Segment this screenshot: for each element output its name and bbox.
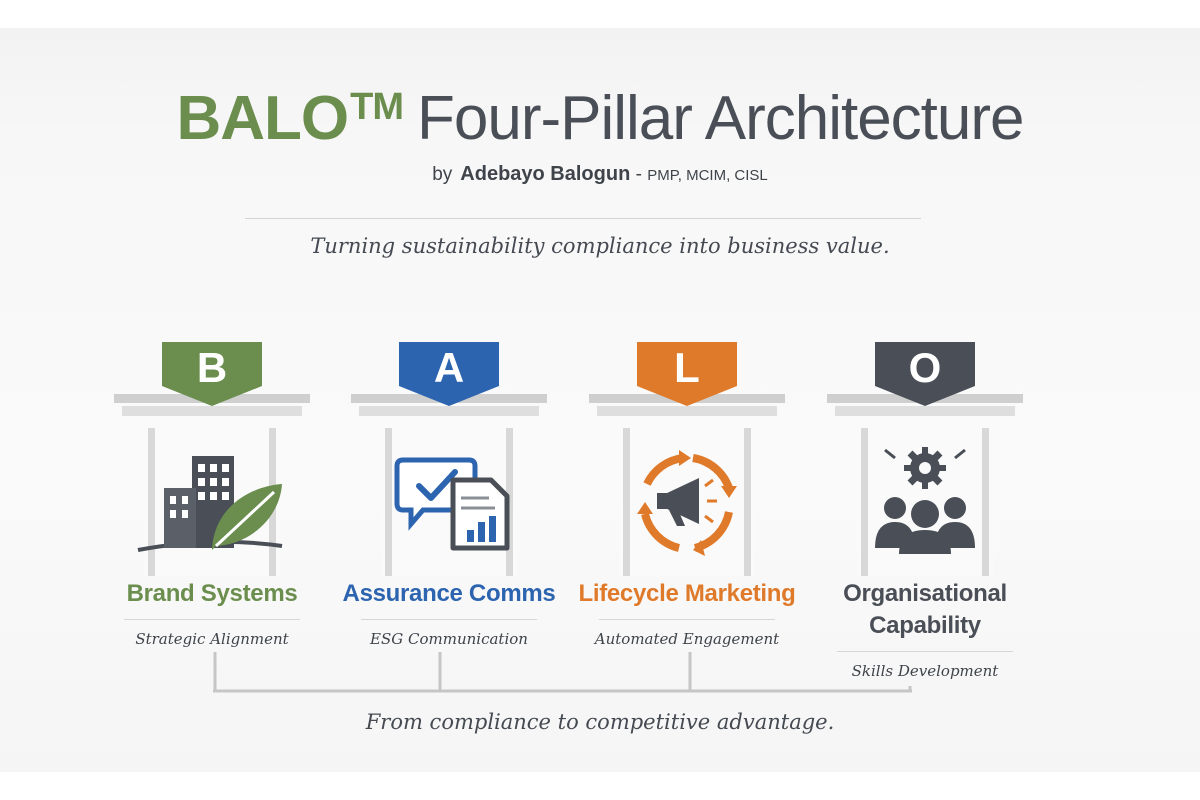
page-title: BALOTM Four-Pillar Architecture <box>0 72 1200 154</box>
trademark-symbol: TM <box>350 86 404 128</box>
author-name: Adebayo Balogun <box>460 163 631 185</box>
pillar-name: Assurance Comms <box>342 580 556 607</box>
letter-badge-b <box>162 342 262 406</box>
letter-b: B <box>197 344 227 391</box>
letter-o: O <box>909 344 942 391</box>
pillar-subtitle: Skills Development <box>851 662 999 680</box>
letter-badge-l <box>637 342 737 406</box>
letter-badge-o <box>875 342 975 406</box>
pillar-name: Lifecycle Marketing <box>578 580 796 607</box>
tagline: Turning sustainability compliance into b… <box>310 234 890 258</box>
pillar-separator <box>599 619 775 620</box>
title-rest: Four-Pillar Architecture <box>416 84 1025 153</box>
pillar-subtitle: ESG Communication <box>370 630 528 648</box>
pillar-subtitle: Automated Engagement <box>594 630 780 648</box>
letter-l: L <box>674 344 700 391</box>
divider <box>245 218 921 219</box>
pillar-organisational-capability: O <box>825 336 1025 680</box>
pillar-brand-systems: B Brand Systems Strategic Alignment <box>112 336 312 676</box>
pillar-separator <box>837 651 1013 652</box>
pillar-separator <box>124 619 300 620</box>
footer-tagline: From compliance to competitive advantage… <box>365 710 835 734</box>
author-credentials: PMP, MCIM, CISL <box>647 167 768 184</box>
byline-by: by <box>432 164 453 185</box>
megaphone-cycle-icon <box>637 450 737 556</box>
pillar-subtitle: Strategic Alignment <box>135 630 289 648</box>
buildings-leaf-icon <box>137 456 283 552</box>
pillar-lifecycle-marketing: L Lifecycle Marketing <box>578 336 796 676</box>
byline-dash: - <box>635 164 642 185</box>
byline: by Adebayo Balogun - PMP, MCIM, CISL <box>0 163 1200 186</box>
pillar-assurance-comms: A Assurance Comms ESG Communication <box>343 336 556 676</box>
title-brand: BALO <box>176 84 349 153</box>
letter-badge-a <box>399 342 499 406</box>
chat-report-icon <box>394 457 510 551</box>
pillar-separator <box>361 619 537 620</box>
pillar-name: Brand Systems <box>126 580 298 607</box>
team-gear-icon <box>875 447 975 554</box>
letter-a: A <box>434 344 464 391</box>
pillar-name: Organisational Capability <box>843 580 1007 639</box>
